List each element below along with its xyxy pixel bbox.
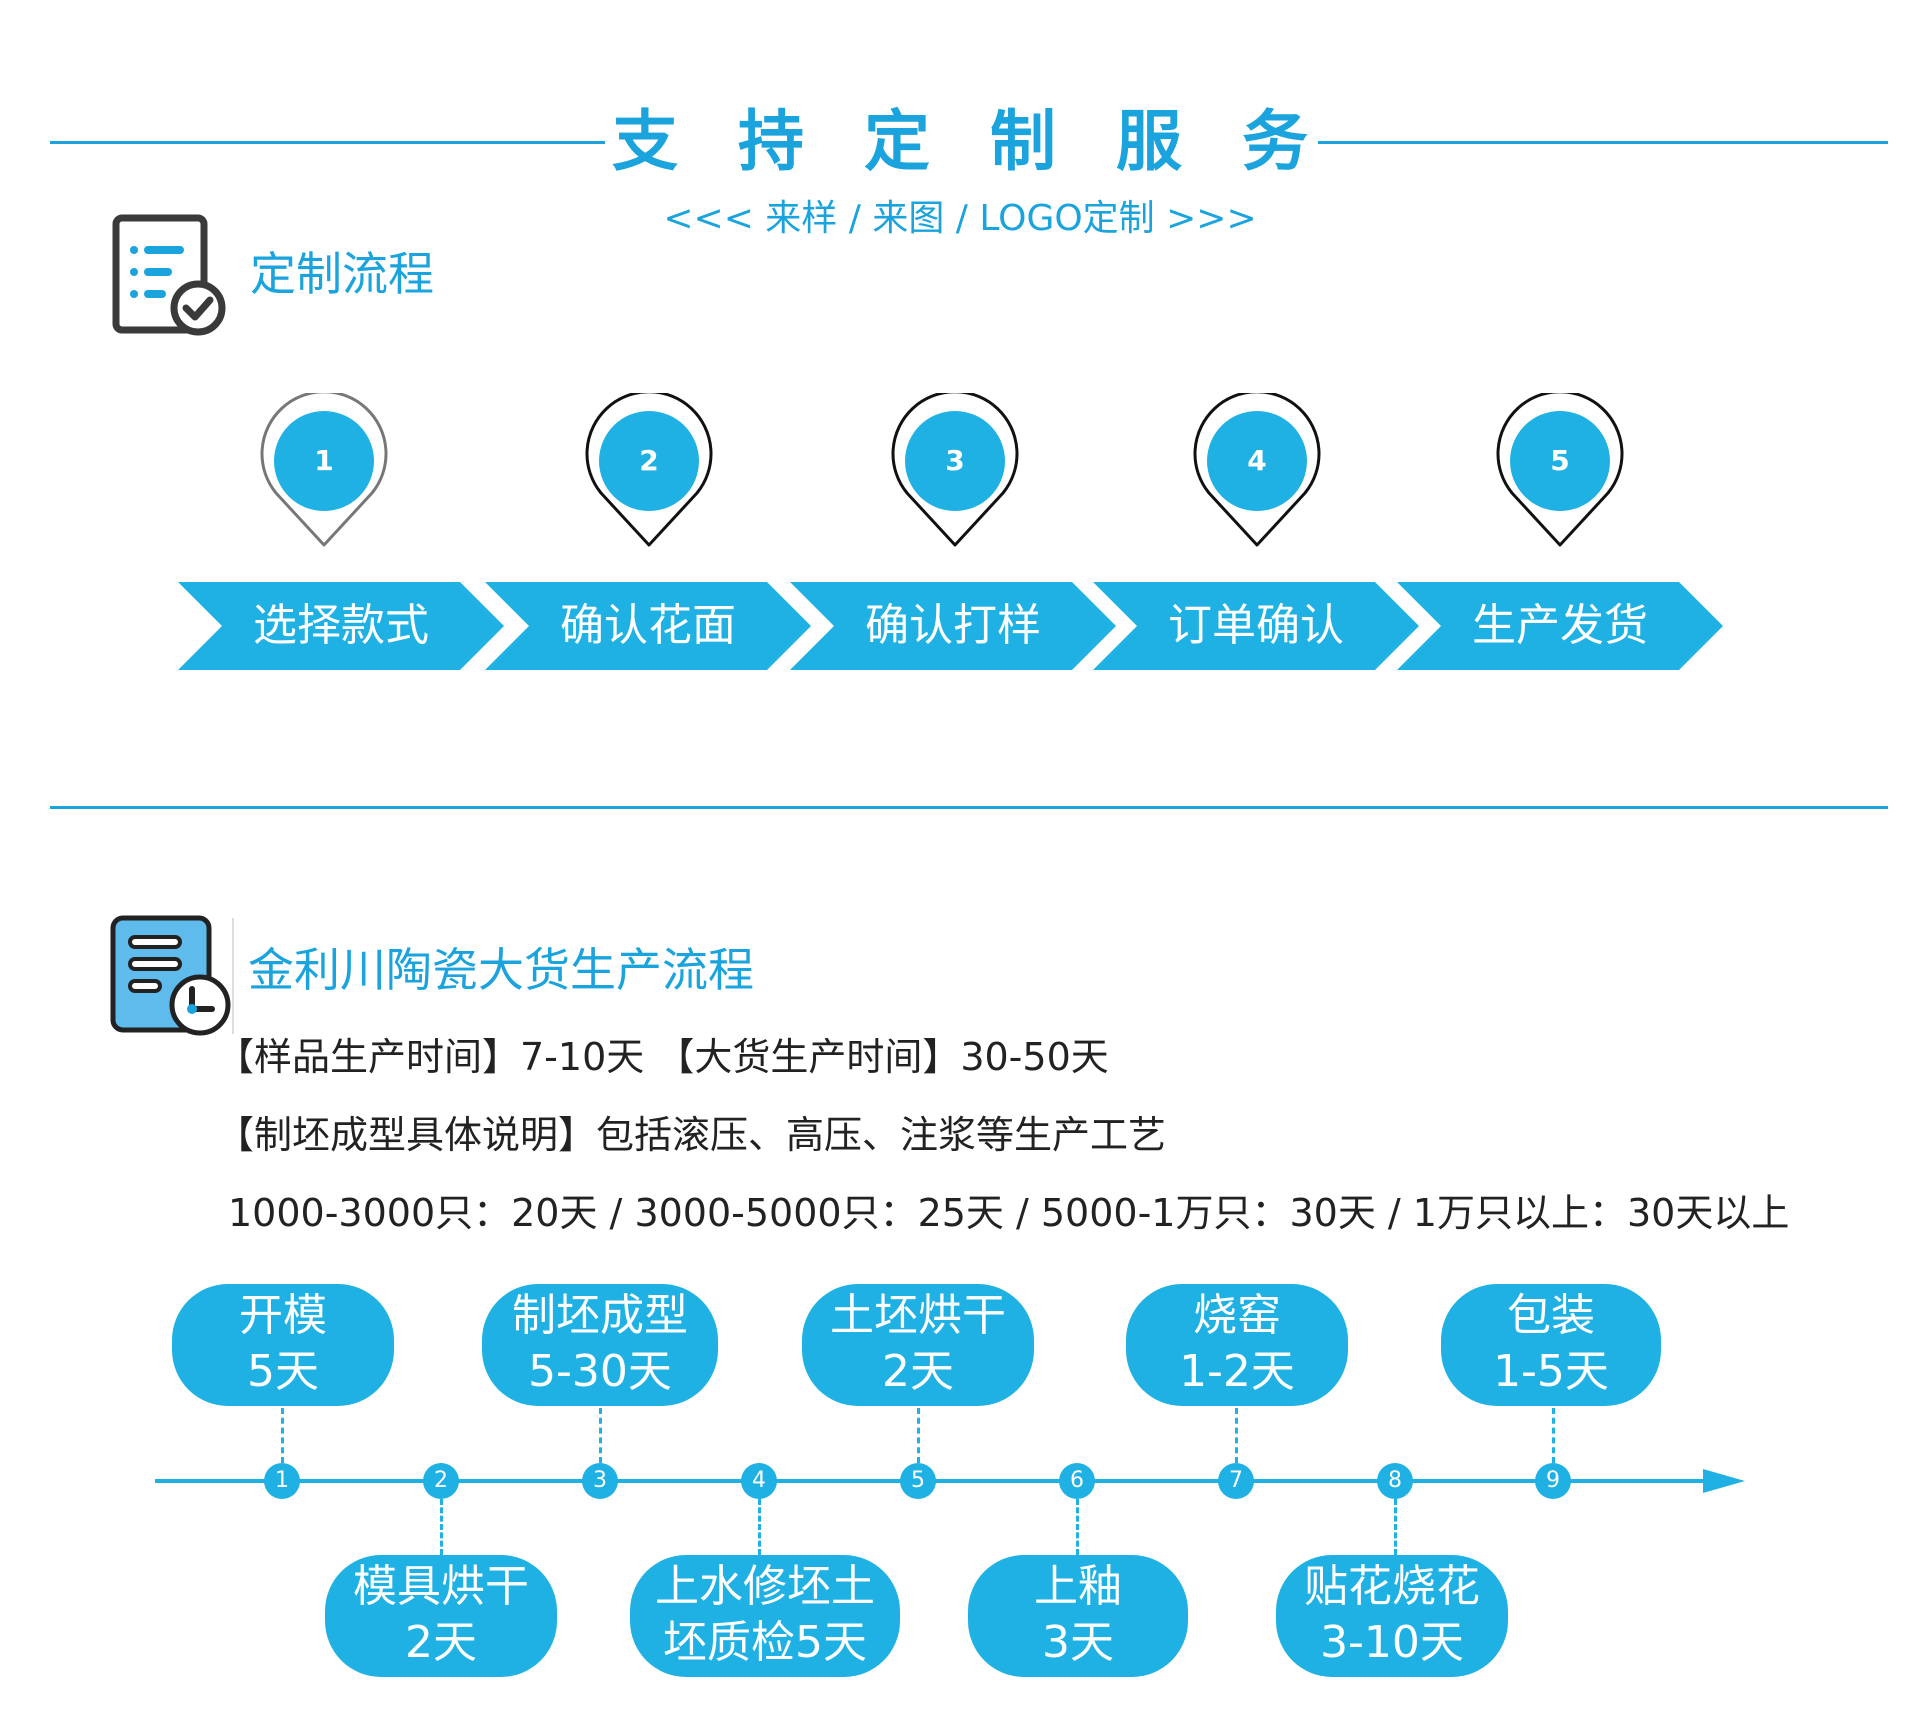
timeline-connector: [281, 1408, 284, 1463]
step-number: 1: [314, 444, 334, 477]
stage-duration: 1-2天: [1179, 1346, 1295, 1397]
stage-name: 烧窑: [1193, 1290, 1281, 1341]
step-pin-1: 1: [254, 390, 394, 553]
step-label: 订单确认: [1168, 600, 1344, 651]
timeline-node-1: 1: [264, 1463, 300, 1499]
stage-name: 上釉: [1034, 1561, 1122, 1612]
timeline-node-8: 8: [1377, 1463, 1413, 1499]
step-label: 确认花面: [560, 600, 736, 651]
timeline-connector: [1552, 1408, 1555, 1463]
sample-production-time: 【样品生产时间】7-10天 【大货生产时间】30-50天: [216, 1035, 1109, 1079]
timeline-node-7: 7: [1218, 1463, 1254, 1499]
stage-duration: 1-5天: [1493, 1346, 1609, 1397]
stage-duration: 3天: [1042, 1617, 1114, 1668]
timeline-connector: [1394, 1499, 1397, 1555]
timeline-connector: [1076, 1499, 1079, 1555]
timeline-node-5: 5: [900, 1463, 936, 1499]
timeline-node-3: 3: [582, 1463, 618, 1499]
stage-duration: 3-10天: [1320, 1617, 1464, 1668]
stage-duration: 5-30天: [528, 1346, 672, 1397]
timeline-node-6: 6: [1059, 1463, 1095, 1499]
stage-name: 贴花烧花: [1304, 1561, 1480, 1612]
stage-name: 开模: [239, 1290, 327, 1341]
checklist-icon: [112, 214, 232, 338]
header-rule-left: [50, 141, 605, 144]
step-pin-3: 3: [885, 390, 1025, 553]
step-arrow-3: 确认打样: [790, 582, 1116, 670]
step-label: 确认打样: [865, 600, 1041, 651]
forming-description: 【制坯成型具体说明】包括滚压、高压、注浆等生产工艺: [216, 1113, 1167, 1157]
stage-duration: 2天: [882, 1346, 954, 1397]
timeline-connector: [1235, 1408, 1238, 1463]
timeline-connector: [917, 1408, 920, 1463]
step-number: 2: [639, 444, 659, 477]
timeline-connector: [758, 1499, 761, 1555]
timeline-connector: [599, 1408, 602, 1463]
step-pin-5: 5: [1490, 390, 1630, 553]
timeline-node-2: 2: [423, 1463, 459, 1499]
timeline-stage-4: 上水修坯土坯质检5天: [630, 1555, 900, 1677]
step-arrow-2: 确认花面: [485, 582, 811, 670]
page-title: 支持定制服务: [612, 103, 1368, 180]
step-arrow-1: 选择款式: [178, 582, 504, 670]
timeline-node-9: 9: [1535, 1463, 1571, 1499]
icon-divider: [232, 918, 234, 1034]
stage-duration: 坯质检5天: [663, 1617, 867, 1668]
stage-name: 上水修坯土: [655, 1561, 875, 1612]
step-arrow-4: 订单确认: [1093, 582, 1419, 670]
document-clock-icon: [110, 915, 234, 1037]
section1-title: 定制流程: [250, 247, 434, 301]
stage-name: 包装: [1507, 1290, 1595, 1341]
section-divider: [50, 806, 1888, 809]
step-number: 3: [945, 444, 965, 477]
stage-duration: 2天: [405, 1617, 477, 1668]
stage-duration: 5天: [247, 1346, 319, 1397]
header-rule-right: [1318, 141, 1888, 144]
step-pin-2: 2: [579, 390, 719, 553]
step-pin-4: 4: [1187, 390, 1327, 553]
timeline-node-4: 4: [741, 1463, 777, 1499]
step-label: 生产发货: [1472, 600, 1648, 651]
timeline-connector: [440, 1499, 443, 1555]
stage-name: 制坯成型: [512, 1290, 688, 1341]
quantity-lead-times: 1000-3000只：20天 / 3000-5000只：25天 / 5000-1…: [228, 1191, 1790, 1235]
step-number: 5: [1550, 444, 1570, 477]
step-arrow-5: 生产发货: [1397, 582, 1723, 670]
stage-name: 土坯烘干: [830, 1290, 1006, 1341]
step-number: 4: [1247, 444, 1267, 477]
stage-name: 模具烘干: [353, 1561, 529, 1612]
page-subtitle: <<< 来样 / 来图 / LOGO定制 >>>: [663, 198, 1257, 239]
step-label: 选择款式: [253, 600, 429, 651]
section2-title: 金利川陶瓷大货生产流程: [248, 943, 754, 997]
timeline-axis: [155, 1466, 1755, 1496]
